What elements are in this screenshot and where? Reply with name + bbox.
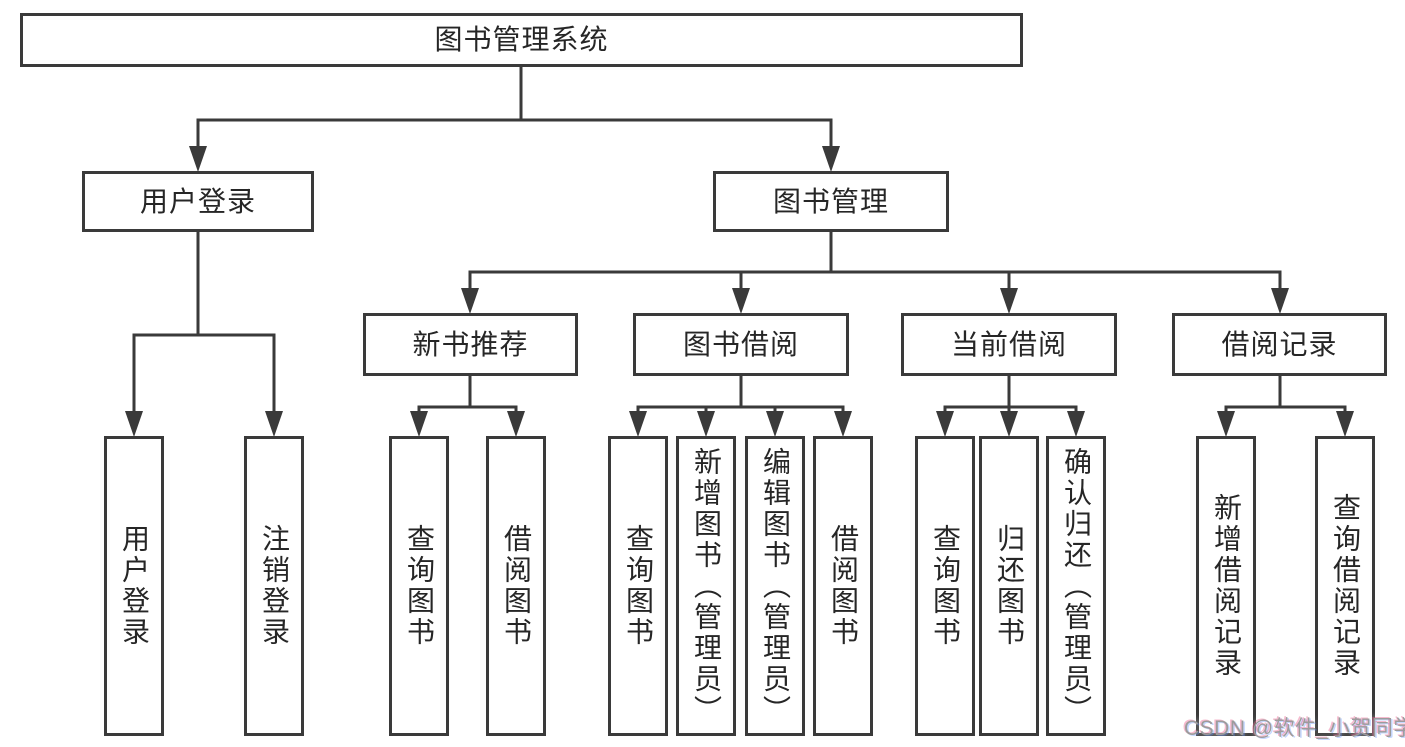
- edge-mgmt-to-level3: [461, 232, 1289, 314]
- node-borrowing-records: 借阅记录: [1172, 313, 1387, 376]
- edge-records-to-leaves: [1217, 376, 1354, 437]
- csdn-watermark: CSDN @软件_小贺同学: [1184, 717, 1405, 740]
- leaf-borrow-borrow-books: 借阅图书: [813, 436, 873, 736]
- leaf-user-login: 用户登录: [104, 436, 164, 736]
- leaf-current-return-books-label: 归还图书: [994, 524, 1025, 648]
- leaf-records-add-record: 新增借阅记录: [1196, 436, 1256, 736]
- leaf-current-confirm-return-admin: 确认归还（管理员）: [1046, 436, 1106, 736]
- node-root-label: 图书管理系统: [434, 24, 609, 55]
- leaf-current-return-books: 归还图书: [979, 436, 1039, 736]
- leaf-current-confirm-return-admin-label: 确认归还（管理员）: [1061, 446, 1092, 726]
- leaf-logout-label: 注销登录: [259, 524, 290, 648]
- node-book-management: 图书管理: [713, 171, 949, 232]
- node-book-borrowing-label: 图书借阅: [682, 328, 799, 360]
- node-root: 图书管理系统: [20, 13, 1023, 67]
- node-current-borrowing-label: 当前借阅: [950, 328, 1067, 360]
- leaf-current-query-books: 查询图书: [915, 436, 975, 736]
- leaf-borrow-query-books-label: 查询图书: [623, 524, 654, 648]
- node-user-login: 用户登录: [82, 171, 314, 232]
- edge-root-to-level2: [189, 67, 840, 172]
- node-user-login-label: 用户登录: [139, 185, 256, 217]
- leaf-newrec-borrow-books: 借阅图书: [486, 436, 546, 736]
- node-current-borrowing: 当前借阅: [901, 313, 1117, 376]
- leaf-newrec-query-books-label: 查询图书: [404, 524, 435, 648]
- leaf-borrow-query-books: 查询图书: [608, 436, 668, 736]
- leaf-borrow-add-books-admin: 新增图书（管理员）: [676, 436, 736, 736]
- leaf-borrow-edit-books-admin: 编辑图书（管理员）: [745, 436, 805, 736]
- leaf-user-login-label: 用户登录: [119, 524, 150, 648]
- node-borrowing-records-label: 借阅记录: [1221, 328, 1338, 360]
- leaf-records-query-record-label: 查询借阅记录: [1330, 493, 1361, 679]
- leaf-borrow-add-books-admin-label: 新增图书（管理员）: [691, 446, 722, 726]
- leaf-newrec-borrow-books-label: 借阅图书: [501, 524, 532, 648]
- leaf-records-query-record: 查询借阅记录: [1315, 436, 1375, 736]
- edge-current-to-leaves: [936, 376, 1085, 437]
- edge-newrec-to-leaves: [410, 376, 525, 437]
- leaf-newrec-query-books: 查询图书: [389, 436, 449, 736]
- node-book-borrowing: 图书借阅: [633, 313, 849, 376]
- leaf-borrow-borrow-books-label: 借阅图书: [828, 524, 859, 648]
- leaf-current-query-books-label: 查询图书: [930, 524, 961, 648]
- leaf-records-add-record-label: 新增借阅记录: [1211, 493, 1242, 679]
- node-book-management-label: 图书管理: [772, 185, 889, 217]
- edge-login-to-leaves: [125, 232, 283, 437]
- leaf-borrow-edit-books-admin-label: 编辑图书（管理员）: [760, 446, 791, 726]
- node-new-book-recommend: 新书推荐: [363, 313, 578, 376]
- leaf-logout: 注销登录: [244, 436, 304, 736]
- node-new-book-recommend-label: 新书推荐: [412, 328, 529, 360]
- edge-borrow-to-leaves: [629, 376, 852, 437]
